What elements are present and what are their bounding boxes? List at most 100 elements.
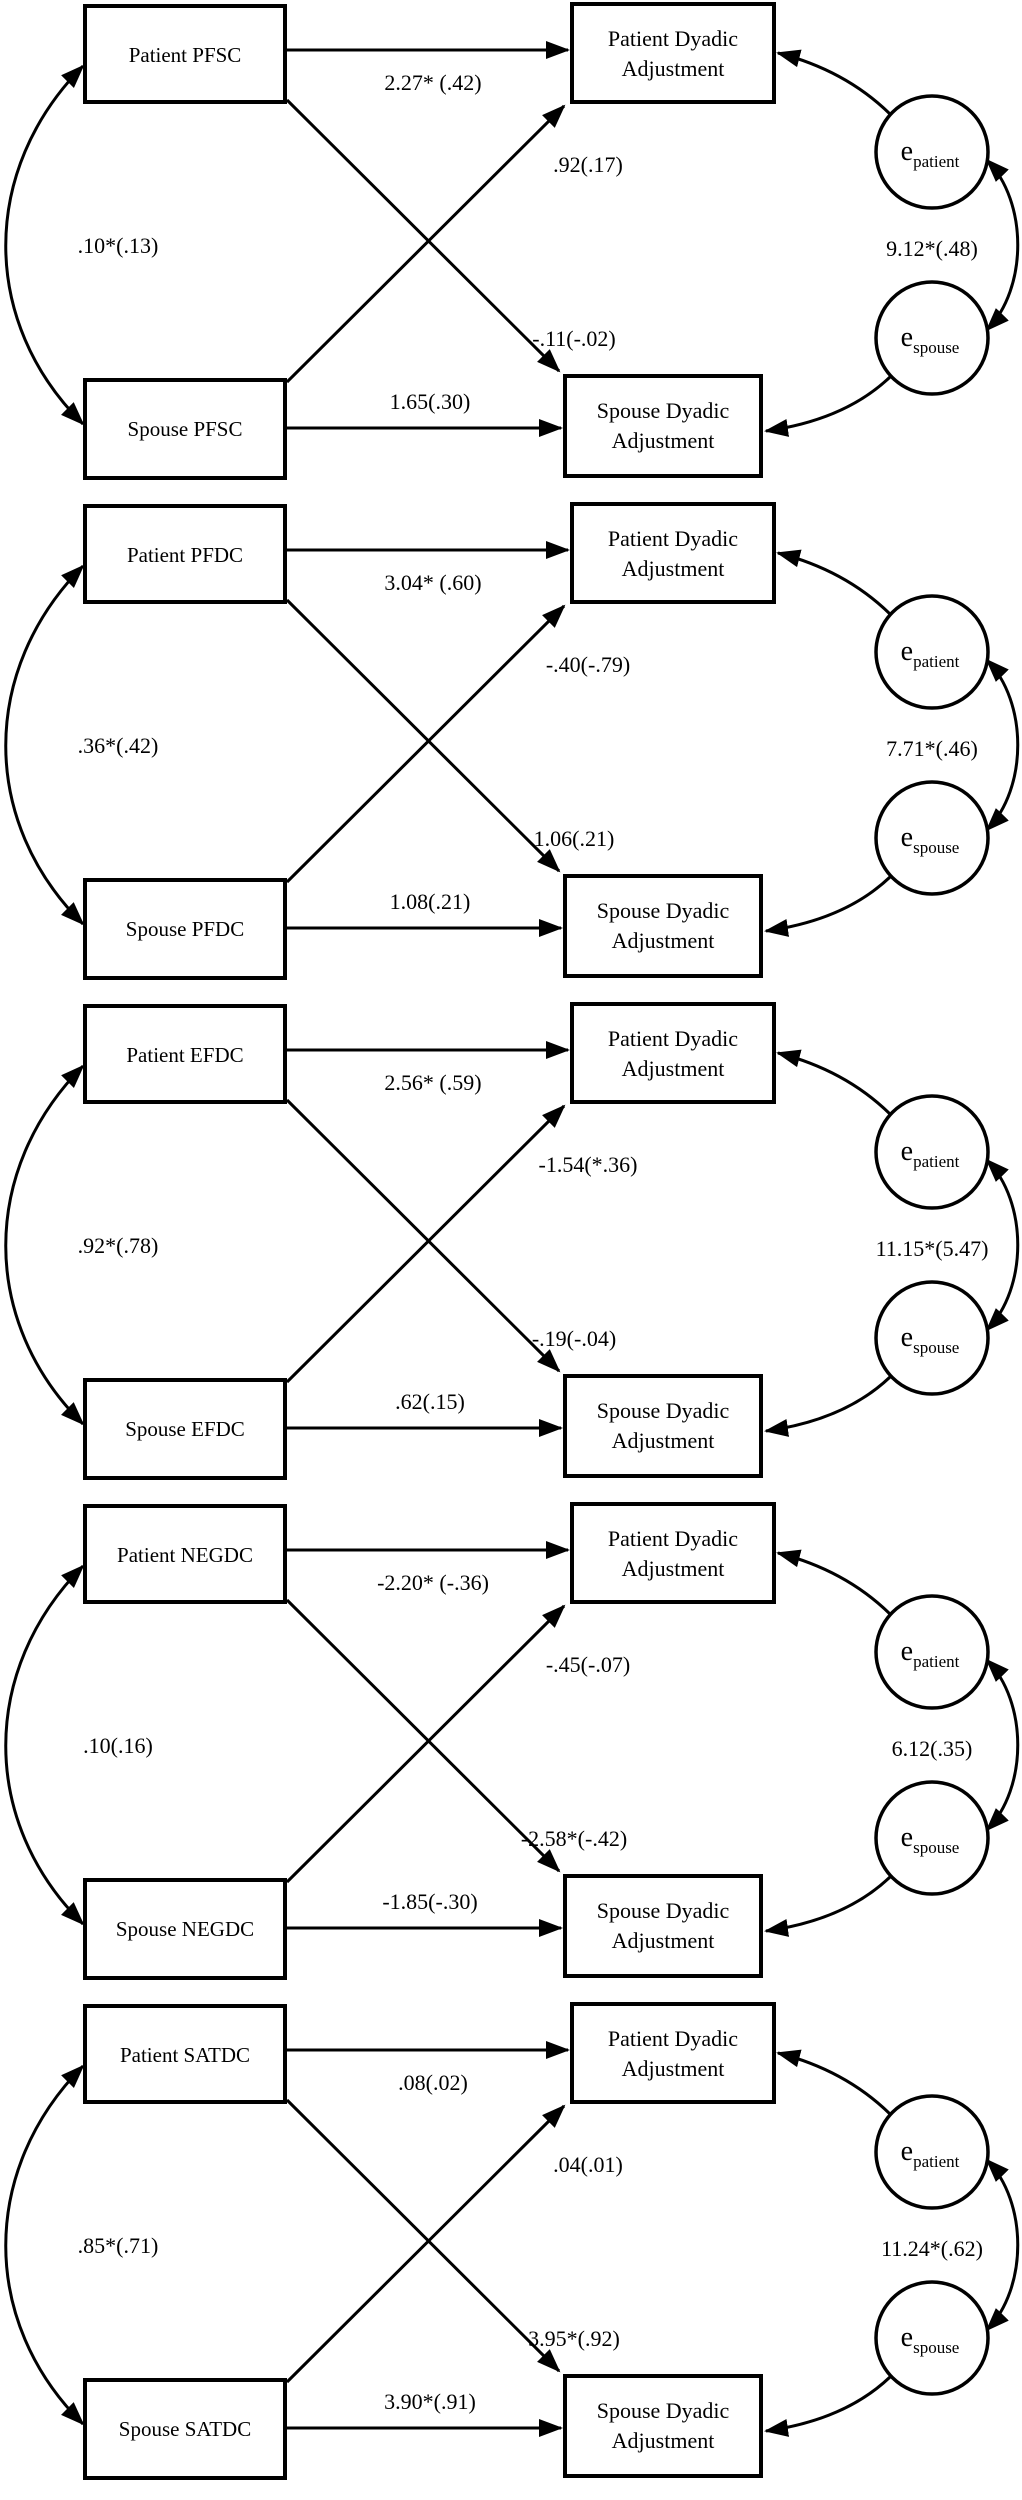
- patient-actor-coefficient: 3.04* (.60): [384, 570, 481, 595]
- patient-outcome-box: [570, 1502, 776, 1604]
- spouse-outcome-label-line1: Spouse Dyadic: [597, 398, 730, 423]
- apim-panel: Patient PFSC Spouse PFSC Patient Dyadic …: [0, 0, 1022, 500]
- patient-actor-coefficient: .08(.02): [398, 2070, 468, 2095]
- e-spouse-label: espouse: [901, 2322, 960, 2357]
- e-spouse-arrow: [764, 375, 892, 437]
- patient-predictor-label: Patient PFDC: [127, 543, 243, 567]
- spouse-predictor-box: [83, 878, 287, 980]
- spouse-predictor-box: [83, 1878, 287, 1980]
- patient-predictor-label: Patient NEGDC: [117, 1543, 253, 1567]
- e-spouse-label: espouse: [901, 1322, 960, 1357]
- e-spouse-arrow: [764, 2375, 892, 2437]
- e-patient-circle: [874, 1594, 990, 1710]
- predictor-correlation-coefficient: .10*(.13): [78, 233, 159, 258]
- patient-actor-coefficient: 2.27* (.42): [384, 70, 481, 95]
- patient-outcome-label-line1: Patient Dyadic: [608, 1526, 738, 1551]
- e-patient-circle: [874, 1094, 990, 1210]
- e-patient-label: epatient: [901, 1136, 960, 1171]
- spouse-predictor-label: Spouse PFDC: [126, 917, 244, 941]
- patient-outcome-label-line2: Adjustment: [622, 1556, 725, 1581]
- patient-predictor-label: Patient PFSC: [129, 43, 242, 67]
- patient-outcome-label-line1: Patient Dyadic: [608, 526, 738, 551]
- e-patient-label: epatient: [901, 2136, 960, 2171]
- e-patient-arrow: [776, 1549, 892, 1616]
- e-patient-circle: [874, 594, 990, 710]
- spouse-actor-coefficient: 3.90*(.91): [384, 2389, 476, 2414]
- predictor-correlation-arrow: [4, 2064, 85, 2426]
- patient-outcome-label-line1: Patient Dyadic: [608, 1026, 738, 1051]
- predictor-correlation-arrow: [4, 564, 85, 926]
- predictor-correlation-arrow: [4, 64, 85, 426]
- patient-predictor-label: Patient EFDC: [126, 1043, 243, 1067]
- patient-predictor-box: [83, 4, 287, 104]
- patient-partner-coefficient: -.11(-.02): [532, 326, 616, 351]
- error-correlation-coefficient: 6.12(.35): [892, 1736, 973, 1761]
- patient-partner-coefficient: -.19(-.04): [532, 1326, 616, 1351]
- e-spouse-circle: [874, 780, 990, 896]
- patient-predictor-box: [83, 2004, 287, 2104]
- spouse-predictor-label: Spouse PFSC: [128, 417, 243, 441]
- predictor-correlation-coefficient: .92*(.78): [78, 1233, 159, 1258]
- spouse-partner-coefficient: .92(.17): [553, 152, 623, 177]
- e-patient-label: epatient: [901, 1636, 960, 1671]
- patient-predictor-box: [83, 504, 287, 604]
- spouse-predictor-label: Spouse SATDC: [119, 2417, 251, 2441]
- spouse-partner-coefficient: -1.54(*.36): [539, 1152, 638, 1177]
- e-spouse-circle: [874, 280, 990, 396]
- patient-actor-coefficient: 2.56* (.59): [384, 1070, 481, 1095]
- e-patient-circle: [874, 94, 990, 210]
- patient-outcome-label-line2: Adjustment: [622, 56, 725, 81]
- spouse-predictor-label: Spouse EFDC: [125, 1417, 245, 1441]
- e-patient-arrow: [776, 1049, 892, 1116]
- spouse-actor-coefficient: 1.65(.30): [390, 389, 471, 414]
- e-spouse-arrow: [764, 1375, 892, 1437]
- e-patient-label: epatient: [901, 136, 960, 171]
- predictor-correlation-coefficient: .10(.16): [83, 1733, 153, 1758]
- spouse-to-patient-partner-arrow: [285, 2104, 566, 2384]
- patient-actor-coefficient: -2.20* (-.36): [377, 1570, 489, 1595]
- spouse-outcome-label-line2: Adjustment: [612, 1428, 715, 1453]
- predictor-correlation-arrow: [4, 1064, 85, 1426]
- spouse-predictor-box: [83, 1378, 287, 1480]
- patient-predictor-box: [83, 1504, 287, 1604]
- patient-predictor-box: [83, 1004, 287, 1104]
- predictor-correlation-arrow: [4, 1564, 85, 1926]
- error-correlation-arrow: [985, 658, 1020, 832]
- e-spouse-arrow: [764, 1875, 892, 1937]
- error-correlation-arrow: [985, 1658, 1020, 1832]
- spouse-to-patient-partner-arrow: [285, 1104, 566, 1384]
- spouse-predictor-label: Spouse NEGDC: [116, 1917, 254, 1941]
- error-correlation-arrow: [985, 1158, 1020, 1332]
- spouse-outcome-box: [563, 374, 763, 478]
- patient-outcome-label-line2: Adjustment: [622, 2056, 725, 2081]
- spouse-outcome-box: [563, 2374, 763, 2478]
- spouse-to-patient-partner-arrow: [285, 104, 566, 384]
- apim-panel: Patient NEGDC Spouse NEGDC Patient Dyadi…: [0, 1500, 1022, 2000]
- spouse-actor-coefficient: 1.08(.21): [390, 889, 471, 914]
- spouse-actor-coefficient: -1.85(-.30): [382, 1889, 477, 1914]
- error-correlation-coefficient: 7.71*(.46): [886, 736, 978, 761]
- patient-partner-coefficient: 3.95*(.92): [528, 2326, 620, 2351]
- e-spouse-arrow: [764, 875, 892, 937]
- predictor-correlation-coefficient: .36*(.42): [78, 733, 159, 758]
- spouse-outcome-label-line2: Adjustment: [612, 928, 715, 953]
- apim-panel: Patient EFDC Spouse EFDC Patient Dyadic …: [0, 1000, 1022, 1500]
- spouse-partner-coefficient: -.45(-.07): [546, 1652, 630, 1677]
- patient-partner-coefficient: 1.06(.21): [534, 826, 615, 851]
- patient-outcome-label-line2: Adjustment: [622, 556, 725, 581]
- spouse-outcome-label-line2: Adjustment: [612, 1928, 715, 1953]
- apim-panel: Patient PFDC Spouse PFDC Patient Dyadic …: [0, 500, 1022, 1000]
- spouse-outcome-box: [563, 1374, 763, 1478]
- e-spouse-label: espouse: [901, 322, 960, 357]
- patient-to-spouse-partner-arrow: [285, 2098, 561, 2373]
- patient-outcome-label-line1: Patient Dyadic: [608, 2026, 738, 2051]
- spouse-actor-coefficient: .62(.15): [395, 1389, 465, 1414]
- patient-to-spouse-partner-arrow: [285, 1098, 561, 1373]
- spouse-outcome-label-line1: Spouse Dyadic: [597, 1898, 730, 1923]
- spouse-predictor-box: [83, 2378, 287, 2480]
- spouse-outcome-box: [563, 1874, 763, 1978]
- spouse-outcome-label-line2: Adjustment: [612, 428, 715, 453]
- e-patient-arrow: [776, 2049, 892, 2116]
- error-correlation-coefficient: 11.24*(.62): [881, 2236, 983, 2261]
